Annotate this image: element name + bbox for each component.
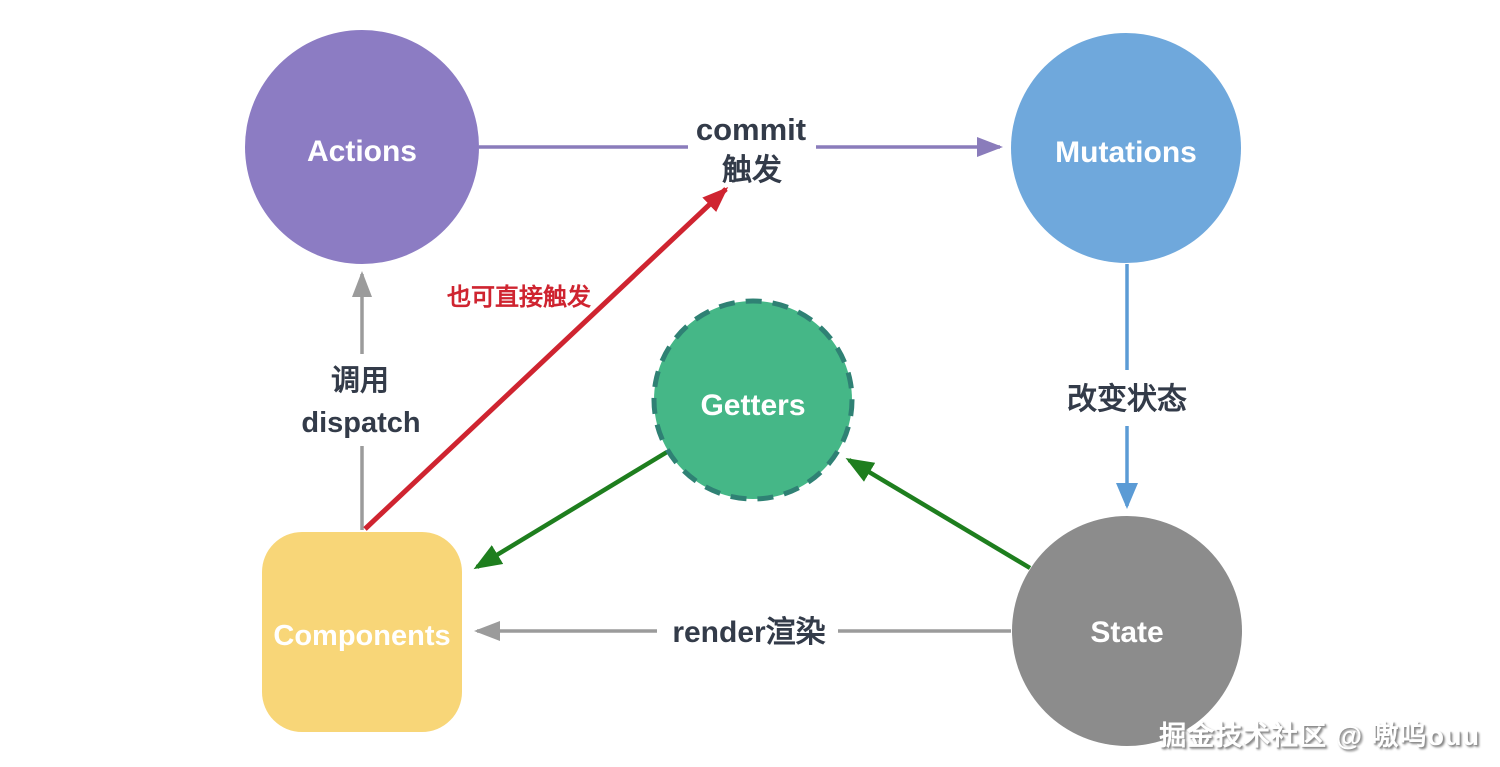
node-actions-label: Actions	[307, 135, 417, 168]
edge-label-commit-trigger: 触发	[722, 154, 782, 187]
node-mutations-label: Mutations	[1055, 136, 1197, 169]
edge-label-dispatch: dispatch	[301, 407, 420, 439]
node-actions	[245, 30, 479, 264]
watermark-text: 掘金技术社区 @ 嗷呜ouu	[1159, 721, 1480, 751]
edge-label-change-state: 改变状态	[1067, 382, 1187, 416]
edge-label-diaoyong: 调用	[331, 364, 389, 397]
edge-label-commit: commit	[696, 112, 806, 147]
node-getters-label: Getters	[700, 389, 805, 422]
edge-label-render: render渲染	[672, 616, 825, 649]
edge-components-to-commit	[363, 186, 729, 531]
edge-label-direct-trigger: 也可直接触发	[447, 283, 591, 311]
node-components	[262, 532, 462, 732]
node-mutations	[1011, 33, 1241, 263]
node-state	[1012, 516, 1242, 746]
node-components-label: Components	[273, 620, 450, 652]
node-getters	[651, 298, 855, 502]
node-state-label: State	[1090, 616, 1163, 649]
edge-state-to-getters	[845, 457, 1032, 570]
edge-getters-to-components	[473, 450, 669, 570]
